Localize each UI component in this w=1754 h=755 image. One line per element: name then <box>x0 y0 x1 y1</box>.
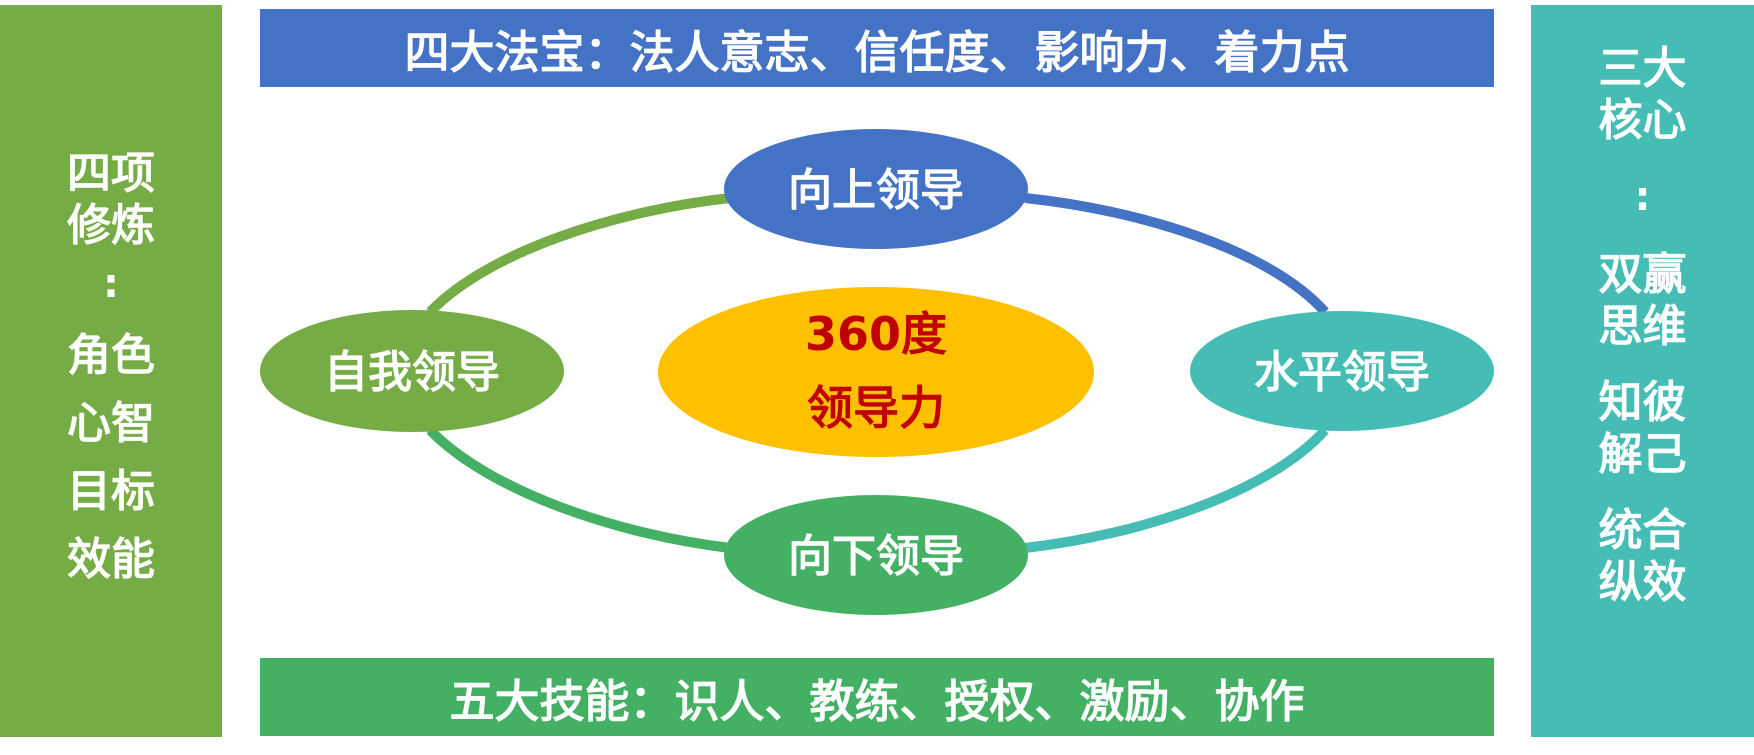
right-panel-item-synergy: 统合纵效 <box>1598 505 1687 608</box>
node-upward-leadership <box>724 129 1028 249</box>
node-self-label: 自我领导 <box>324 347 500 398</box>
ring-arc-bottom-left <box>426 426 731 553</box>
left-panel-title: 四项修炼 <box>67 148 155 251</box>
center-label-line1: 360度 <box>805 307 947 361</box>
left-panel-item-efficiency: 效能 <box>67 534 155 585</box>
node-downward-label: 向下领导 <box>788 531 964 582</box>
right-panel-item-win-win: 双赢思维 <box>1598 249 1687 352</box>
top-banner-text: 四大法宝：法人意志、信任度、影响力、着力点 <box>404 25 1350 79</box>
ring-arc-top-right <box>1024 193 1329 316</box>
node-self-leadership <box>260 310 564 432</box>
left-panel-four-practices: 四项修炼 : 角色 心智 目标 效能 <box>0 5 222 737</box>
right-panel-title: 三大核心 <box>1598 43 1687 146</box>
right-panel-item-understand: 知彼解己 <box>1598 377 1687 480</box>
right-panel-colon: : <box>1634 174 1651 220</box>
right-panel-three-cores: 三大核心 : 双赢思维 知彼解己 统合纵效 <box>1531 5 1754 737</box>
left-panel-item-mind: 心智 <box>67 398 155 449</box>
left-panel-item-goal: 目标 <box>67 466 155 517</box>
ring-arc-top-left <box>426 193 731 316</box>
top-banner: 四大法宝：法人意志、信任度、影响力、着力点 <box>260 9 1494 87</box>
left-panel-item-role: 角色 <box>67 330 155 381</box>
ring-arc-bottom-right <box>1024 426 1329 553</box>
node-downward-leadership <box>724 495 1028 615</box>
center-label-line2: 领导力 <box>807 381 945 435</box>
bottom-banner: 五大技能：识人、教练、授权、激励、协作 <box>260 658 1494 736</box>
bottom-banner-text: 五大技能：识人、教练、授权、激励、协作 <box>449 674 1305 728</box>
node-upward-label: 向上领导 <box>788 165 964 216</box>
center-360-leadership <box>658 287 1094 457</box>
node-horizontal-leadership <box>1190 311 1494 431</box>
node-horizontal-label: 水平领导 <box>1254 347 1430 398</box>
left-panel-colon: : <box>103 261 119 307</box>
